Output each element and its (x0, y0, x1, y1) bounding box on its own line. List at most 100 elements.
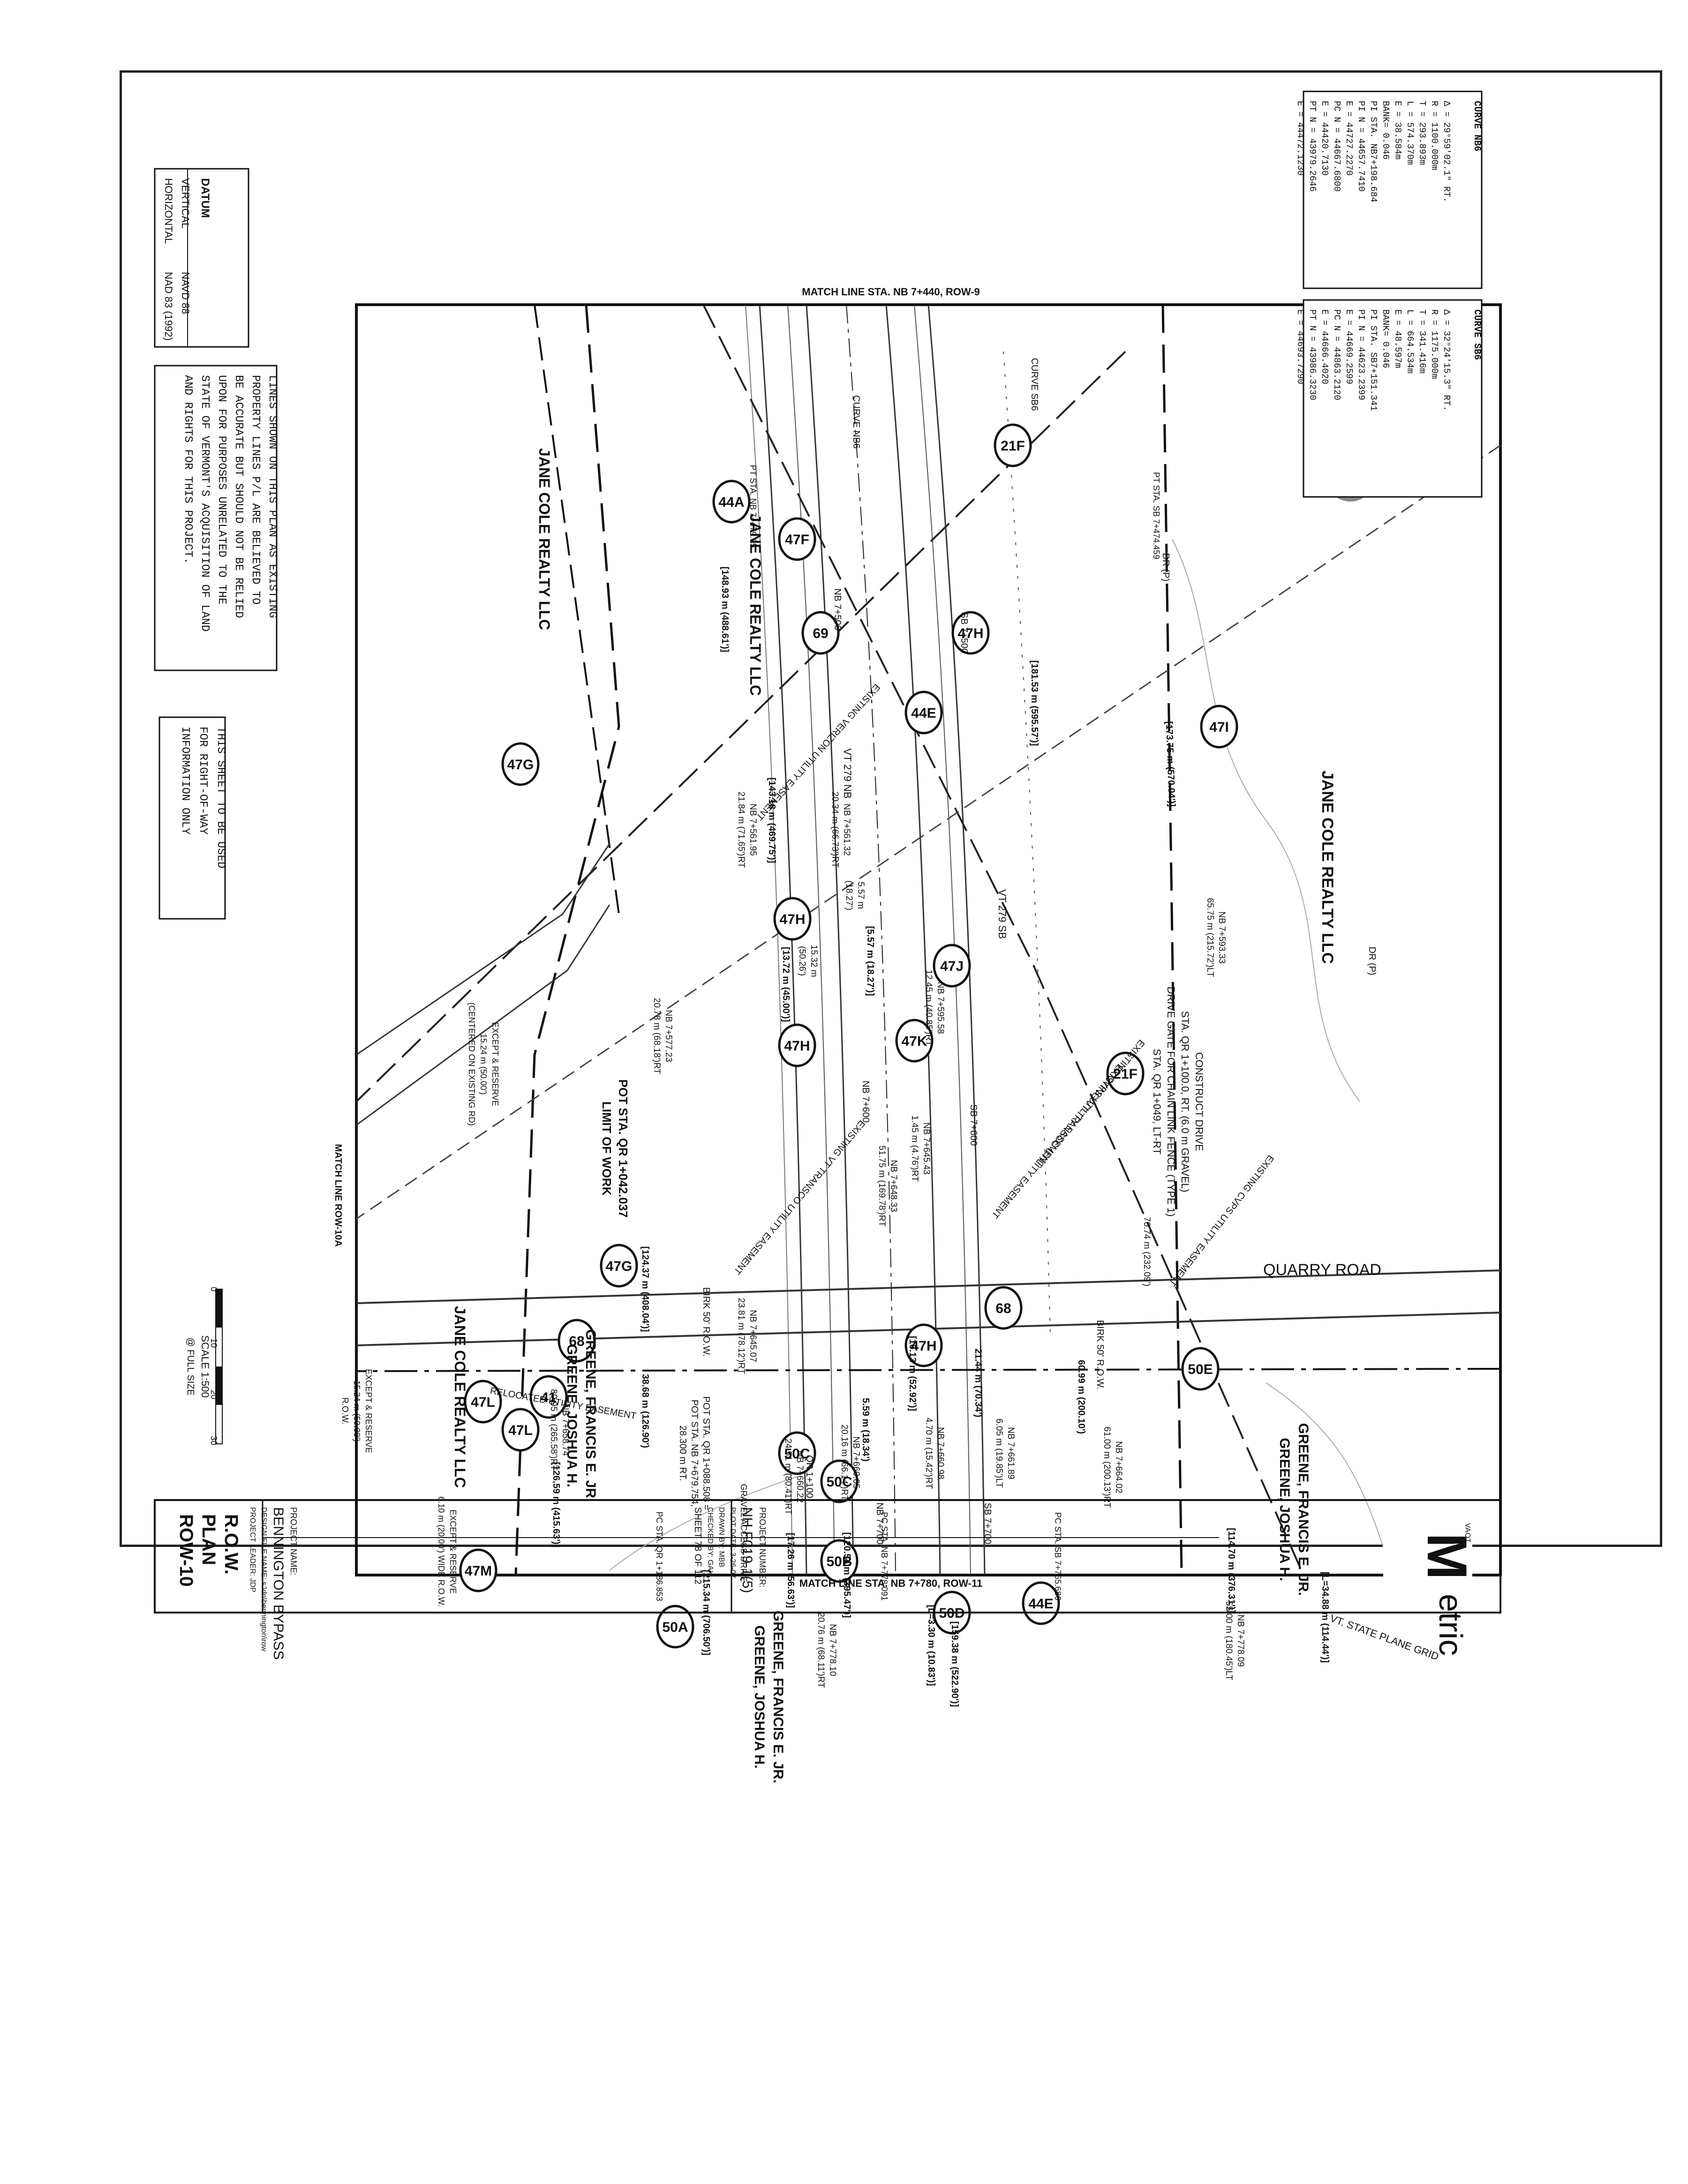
sb7700-label: SB 7+700 (982, 1503, 993, 1544)
parcel-balloon-ring (529, 1375, 568, 1419)
parcel-balloon: 47K (895, 1019, 934, 1063)
parcel-balloon-ring (933, 944, 971, 988)
svg-text:R.O.W.: R.O.W. (221, 1514, 241, 1575)
parcel-balloon-ring (820, 1539, 859, 1583)
parcel-balloon-ring (778, 1431, 816, 1475)
parcel-balloon-ring (895, 1019, 934, 1063)
parcel-balloon-label: 69 (813, 626, 828, 641)
parcel-balloon-label: 50C (826, 1474, 852, 1490)
vt279nb-label: VT 279 NB (842, 748, 853, 798)
svg-text:0: 0 (209, 1287, 219, 1291)
except-reserve-note-2: EXCEPT & RESERVE 15.24 m (50.00') R.O.W. (340, 1369, 373, 1453)
construct-drive-note: CONSTRUCT DRIVE STA. QR 1+100.0, RT. (6.… (1151, 987, 1205, 1217)
contour-1 (1172, 539, 1360, 1102)
contour-2 (1266, 1382, 1384, 1547)
svg-text:NB 7+561.95: NB 7+561.95 (748, 803, 758, 856)
svg-text:EXCEPT & RESERVE: EXCEPT & RESERVE (364, 1369, 373, 1453)
svg-text:80.95 m (265.58')RT: 80.95 m (265.58')RT (549, 1389, 558, 1471)
svg-text:ROW-10: ROW-10 (176, 1514, 196, 1587)
side-road-2 (356, 904, 610, 1126)
svg-text:[17.26 m (56.63')]: [17.26 m (56.63')] (785, 1533, 796, 1608)
svg-text:DATUM: DATUM (199, 178, 211, 218)
curve_sb-line: PT N = 43986.3230 (1307, 309, 1318, 400)
svg-text:NB 7+660.05: NB 7+660.05 (851, 1436, 861, 1488)
parcel-balloon: 47L (464, 1380, 502, 1424)
svg-text:55.00 m (180.45')LT: 55.00 m (180.45')LT (1224, 1601, 1234, 1680)
owner-jane-cole-4: JANE COLE REALTY LLC (452, 1306, 468, 1488)
owner-greene-1b: GREENE, JOSHUA H. (1277, 1438, 1292, 1581)
curve_sb-line: PI N = 44623.2399 (1356, 309, 1366, 400)
parcel-balloon: 69 (801, 611, 840, 655)
parcel-balloon: 47I (1200, 705, 1238, 749)
parcel-balloon-ring (801, 611, 840, 655)
curve_sb-line: Δ = 32°24'15.3" RT. (1441, 309, 1452, 411)
svg-text:LIMIT OF WORK: LIMIT OF WORK (600, 1102, 614, 1196)
svg-text:DRIVE GATE FOR CHAIN LINK FENC: DRIVE GATE FOR CHAIN LINK FENCE (TYPE 1) (1165, 987, 1177, 1217)
svg-text:POT STA. NB 7+679.754,: POT STA. NB 7+679.754, (689, 1400, 700, 1507)
nb7600-label: NB 7+600 (860, 1081, 871, 1123)
except-reserve-note-3: EXCEPT & RESERVE 6.10 m (20.00') WIDE R.… (437, 1496, 458, 1607)
curve_nb-line: L = 574.370m (1405, 101, 1415, 165)
curve_sb-line: PC N = 44863.2120 (1332, 309, 1342, 400)
parcel-balloon-ring (773, 897, 812, 941)
parcel-balloon: 47G (600, 1244, 638, 1288)
svg-text:PLOT DATE: 3-26-07: PLOT DATE: 3-26-07 (729, 1507, 737, 1578)
svg-text:NH F019-1(5): NH F019-1(5) (739, 1507, 755, 1593)
parcel-balloon-label: 47H (784, 1038, 810, 1054)
svg-text:70.74 m (232.09'): 70.74 m (232.09') (1142, 1217, 1152, 1286)
svg-text:[124.37 m (408.04')]: [124.37 m (408.04')] (640, 1246, 650, 1332)
svg-text:STA. QR 1+100.0, RT. (6.0 m GR: STA. QR 1+100.0, RT. (6.0 m GRAVEL) (1179, 1011, 1191, 1193)
match-line-left-label: MATCH LINE ROW-10A (333, 1144, 343, 1246)
svg-text:R.O.W.: R.O.W. (340, 1397, 350, 1425)
pt-sta-nb-label: PT STA. NB 7+479.65 (748, 465, 758, 548)
parcel-balloon: 50A (656, 1605, 694, 1649)
dimension-labels: [173.75 m (570.04')] [181.53 m (595.57')… (551, 567, 1330, 1707)
svg-text:PROPERTY LINES P/L ARE BELIEVE: PROPERTY LINES P/L ARE BELIEVED TO (249, 375, 262, 605)
curve_sb-line: L = 664.534m (1405, 309, 1415, 374)
parcel-balloon-ring (984, 1286, 1023, 1330)
svg-text:NB 7+778.10: NB 7+778.10 (828, 1624, 837, 1676)
alignment-nb-line-3 (759, 304, 807, 1576)
parcel-balloon-label: 47I (1209, 720, 1229, 735)
svg-text:NB 7+595.58: NB 7+595.58 (935, 982, 945, 1034)
parcel-balloon: 50D (933, 1591, 971, 1635)
svg-text:15.32 m: 15.32 m (809, 945, 819, 977)
row-line-right-1 (514, 304, 620, 1576)
quarry-road-centerline (356, 1368, 1501, 1372)
pot-qr-note: POT STA. QR 1+088.508 = POT STA. NB 7+67… (678, 1396, 711, 1510)
svg-text:NB 7+577.23: NB 7+577.23 (663, 1010, 673, 1062)
svg-text:STATE OF VERMONT'S ACQUISITION: STATE OF VERMONT'S ACQUISITION OF LAND (198, 375, 211, 631)
curve_nb-line: T = 293.893m (1417, 101, 1427, 165)
parcel-balloon-label: 50C (784, 1446, 810, 1462)
svg-text:6.10 m (20.00') WIDE R.O.W.: 6.10 m (20.00') WIDE R.O.W. (437, 1496, 446, 1607)
svg-text:[173.75 m (570.04')]: [173.75 m (570.04')] (1164, 721, 1177, 807)
parcel-balloon-label: 47H (911, 1338, 936, 1354)
parcel-balloon-ring (778, 517, 816, 561)
svg-text:DESIGN FILE NAME: s:\dn\bennin: DESIGN FILE NAME: s:\dn\bennington\row (260, 1507, 268, 1651)
contour-3 (609, 1476, 798, 1571)
pt-sta-sb-label: PT STA. SB 7+474.459 (1152, 472, 1161, 559)
owner-greene-1a: GREENE, FRANCIS E. JR. (1296, 1423, 1311, 1596)
svg-text:[L=3.30 m (10.83')]: [L=3.30 m (10.83')] (926, 1605, 936, 1686)
parcel-balloon-ring (501, 742, 540, 786)
svg-text:NB 7+778.09: NB 7+778.09 (1236, 1614, 1245, 1666)
parcel-balloon-ring (778, 1023, 816, 1067)
vt-grid-label: VT. STATE PLANE GRID (1328, 1612, 1440, 1662)
curve-nb-label: CURVE NB6 (851, 395, 861, 449)
curve_nb-line: Δ = 29°59'02.1" RT. (1441, 101, 1452, 203)
alignment-centerline (846, 304, 896, 1576)
parcel-balloon: 50E (1181, 1347, 1220, 1391)
owner-jane-cole-2: JANE COLE REALTY LLC (747, 514, 764, 696)
svg-text:NB 7+660.22: NB 7+660.22 (795, 1450, 805, 1502)
svg-text:20.34 m (66.73')RT: 20.34 m (66.73')RT (830, 792, 840, 868)
parcel-balloon-ring (464, 1380, 502, 1424)
parcel-balloon: 47G (501, 742, 540, 786)
parcel-balloon-ring (1106, 1051, 1145, 1096)
parcel-balloon-label: 47H (957, 626, 983, 641)
parcel-balloon: 50C (820, 1459, 859, 1503)
curve_nb-line: PT N = 43979.2646 (1307, 101, 1318, 192)
owner-jane-cole-3: JANE COLE REALTY LLC (536, 448, 553, 630)
parcel-balloon-ring (712, 480, 751, 524)
svg-text:(CENTERED ON EXISTING RD): (CENTERED ON EXISTING RD) (467, 1002, 476, 1126)
